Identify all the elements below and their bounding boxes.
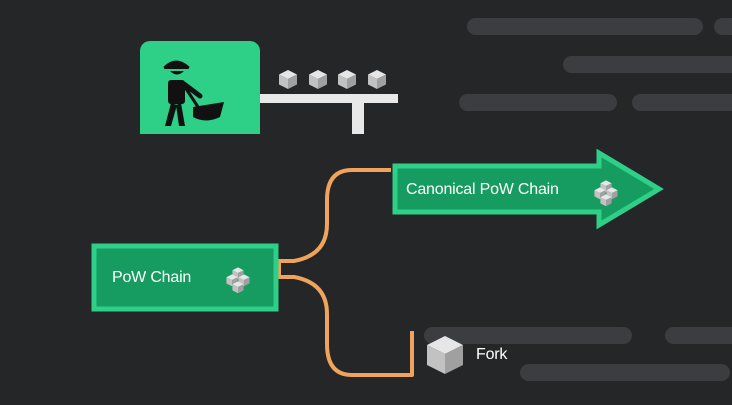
- conveyor-blocks: [279, 70, 386, 89]
- conveyor-table: [260, 94, 398, 134]
- pow-chain-label: PoW Chain: [112, 269, 192, 286]
- background-placeholder-bars: [424, 18, 732, 381]
- cube-block-icon: [338, 70, 356, 89]
- cube-block-icon: [368, 70, 386, 89]
- miner-tile: [140, 41, 260, 134]
- fork-label: Fork: [476, 346, 508, 363]
- miner-digging-icon: [163, 60, 224, 126]
- fork-bracket: [277, 168, 414, 377]
- cube-block-icon: [309, 70, 327, 89]
- pow-chain-box: [91, 243, 279, 312]
- canonical-chain-arrow: [392, 148, 664, 230]
- canonical-chain-label: Canonical PoW Chain: [406, 181, 559, 198]
- cube-block-icon: [279, 70, 297, 89]
